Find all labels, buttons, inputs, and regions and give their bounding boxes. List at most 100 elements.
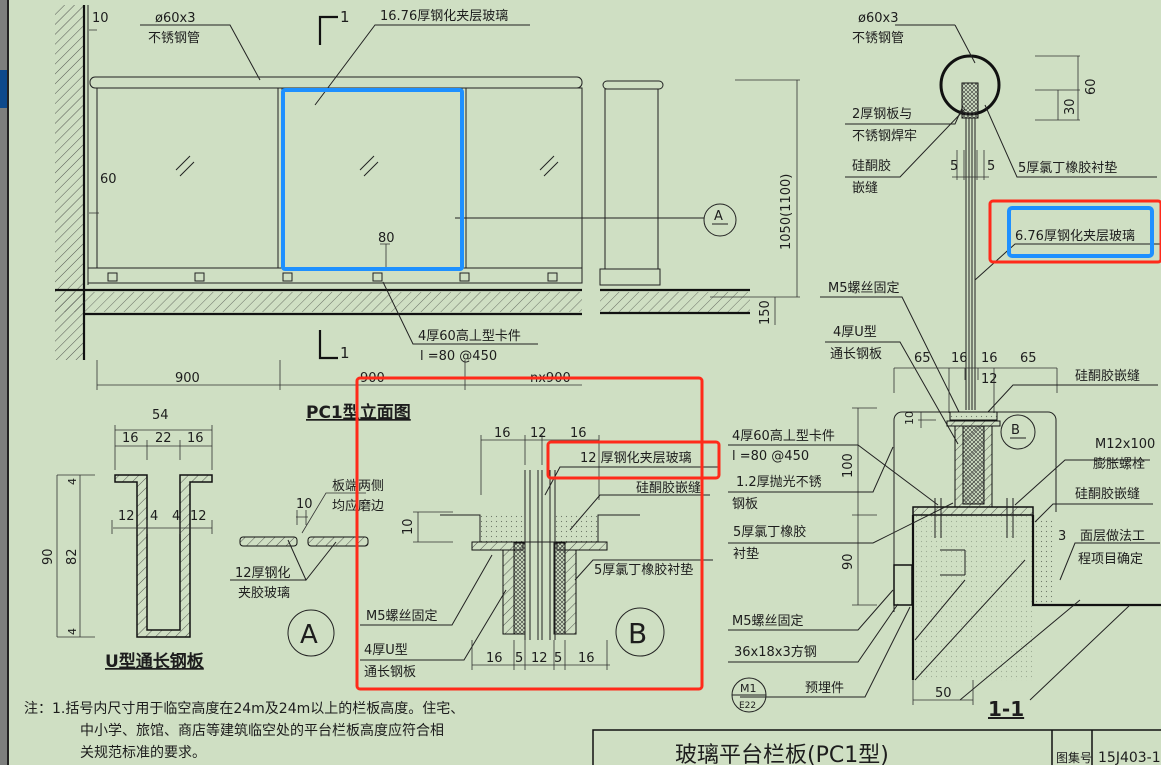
s-dim-16a: 16 [951, 351, 968, 366]
floor-slab [55, 292, 582, 312]
s-sealant-right: 硅酮胶嵌缝 [1075, 368, 1140, 384]
clip-label: 4厚60高丄型卡件 [418, 328, 521, 344]
dim-16a: 16 [122, 431, 139, 446]
s-plate-2: 不锈钢焊牢 [852, 128, 917, 144]
section-mark-bottom: 1 [340, 344, 350, 362]
detail-b-label: B [628, 617, 647, 650]
atlas-label: 图集号 [1056, 750, 1092, 765]
dim-4c: 4 [66, 478, 79, 485]
s-dim-90: 90 [841, 553, 856, 570]
dim-80: 80 [378, 231, 395, 246]
glass-label: 16.76厚钢化夹层玻璃 [380, 9, 508, 24]
callout-a [703, 203, 737, 237]
b-screw: M5螺丝固定 [366, 609, 438, 624]
dim-60: 60 [100, 172, 117, 187]
highlight-box-red [546, 440, 721, 480]
b-glass-label: 12 厚钢化夹层玻璃 [580, 451, 692, 466]
notes: 注：1.括号内尺寸用于临空高度在24m及24m以上的栏板高度。住宅、 中小学、旅… [24, 700, 464, 761]
detail-a-glass-1: 12厚钢化 [235, 566, 291, 581]
s-floor-1: 面层做法工 [1080, 529, 1145, 544]
detail-a-label: A [300, 620, 318, 650]
s-steel-2: 钢板 [732, 497, 758, 512]
s-dim-10: 10 [903, 411, 916, 425]
dim-4b: 4 [172, 509, 180, 524]
window-edge-tab [0, 70, 7, 108]
dim-16b: 16 [187, 431, 204, 446]
section-1-1: ø60x3 不锈钢管 2厚钢板与 不锈钢焊牢 硅酮胶 嵌缝 5 5 5厚氯丁橡胶… [728, 11, 1161, 721]
pipe-spec: ø60x3 [155, 11, 195, 26]
b-dim-12: 12 [531, 651, 548, 666]
highlight-box-red [988, 199, 1161, 264]
s-bolt-2: 膨胀螺栓 [1093, 457, 1145, 472]
s-dim-50: 50 [935, 686, 952, 701]
section-mark-top: 1 [340, 8, 350, 26]
dim-4a: 4 [150, 509, 158, 524]
detail-a: 10 板端两侧 均应磨边 12厚钢化 夹胶玻璃 A [230, 479, 384, 657]
detail-b: 16 12 16 12 厚钢化夹层玻璃 硅酮胶嵌缝 10 5厚氯丁橡胶衬垫 M5… [360, 426, 720, 680]
u-channel-section: 54 16 22 16 12 4 4 12 90 82 4 4 U型通长钢板 [41, 408, 213, 672]
s-bolt-1: M12x100 [1095, 437, 1155, 452]
b-u-line-1: 4厚U型 [364, 643, 408, 658]
s-sealant-2: 嵌缝 [852, 181, 878, 196]
dim-54: 54 [152, 408, 169, 423]
s-dim-30: 30 [1063, 98, 1078, 115]
pipe-name: 不锈钢管 [148, 31, 200, 46]
s-pipe-name: 不锈钢管 [852, 31, 904, 46]
s-embed-ref-bottom: E22 [739, 701, 756, 711]
note-line-3: 关规范标准的要求。 [80, 744, 206, 761]
atlas-number: 15J403-1 [1098, 750, 1161, 765]
highlight-box-red [355, 376, 704, 691]
s-sealant-right2: 硅酮胶嵌缝 [1075, 486, 1140, 502]
s-floor-2: 程项目确定 [1078, 552, 1143, 567]
u-section-title: U型通长钢板 [105, 651, 205, 672]
s-dim-65b: 65 [1020, 351, 1037, 366]
note-line-2: 中小学、旅馆、商店等建筑临空处的平台栏板高度应符合相 [80, 722, 444, 739]
dim-900-a: 900 [175, 371, 200, 386]
b-rubber: 5厚氯丁橡胶衬垫 [594, 562, 693, 578]
detail-a-glass-2: 夹胶玻璃 [238, 585, 290, 601]
s-clip-label: 4厚60高丄型卡件 [732, 428, 835, 444]
b-dim-5b: 5 [554, 651, 562, 666]
note-line-1: 注：1.括号内尺寸用于临空高度在24m及24m以上的栏板高度。住宅、 [24, 700, 464, 717]
s-pipe-spec: ø60x3 [858, 11, 898, 26]
section-title: 1-1 [988, 697, 1024, 721]
glass-panel [465, 87, 583, 269]
detail-a-dim-10: 10 [296, 497, 313, 512]
s-dim-65a: 65 [914, 351, 931, 366]
s-embed: 预埋件 [805, 681, 844, 696]
dim-4d: 4 [66, 628, 79, 635]
s-rubber-top: 5厚氯丁橡胶衬垫 [1018, 160, 1117, 176]
s-tube: 36x18x3方钢 [734, 644, 817, 660]
highlights [281, 88, 1161, 691]
handrail-pipe [89, 76, 583, 89]
b-dim-top-12: 12 [530, 426, 547, 441]
dim-150: 150 [758, 300, 773, 325]
callout-b [1000, 414, 1036, 450]
glass-panel [96, 87, 279, 269]
b-u-line-2: 通长钢板 [364, 665, 416, 680]
s-dim-16b: 16 [981, 351, 998, 366]
b-dim-16b: 16 [578, 651, 595, 666]
s-plate-1: 2厚钢板与 [852, 107, 912, 122]
elevation-view: 10 60 80 ø60x3 不锈钢管 16.76厚钢化夹层玻璃 1 1 4厚6… [55, 5, 800, 423]
b-sealant: 硅酮胶嵌缝 [636, 480, 701, 496]
b-dim-top-16a: 16 [494, 426, 511, 441]
callout-a-label: A [714, 209, 723, 224]
s-clip-spacing: l =80 @450 [732, 449, 809, 464]
s-dim-100: 100 [841, 453, 856, 478]
dim-12b: 12 [190, 509, 207, 524]
highlight-box-blue [281, 88, 464, 271]
dim-12a: 12 [118, 509, 135, 524]
s-dim-5a: 5 [950, 159, 958, 174]
b-dim-top-16b: 16 [570, 426, 587, 441]
dim-82: 82 [65, 548, 80, 565]
height-dim: 1050(1100) [779, 174, 794, 250]
s-callout-b: B [1011, 423, 1020, 438]
dim-22: 22 [155, 431, 172, 446]
window-edge-strip [0, 0, 9, 765]
s-rubber-1: 5厚氯丁橡胶 [733, 524, 806, 540]
s-sealant-1: 硅酮胶 [852, 158, 891, 174]
s-dim-3: 3 [1058, 529, 1066, 544]
dim-10: 10 [92, 11, 109, 26]
